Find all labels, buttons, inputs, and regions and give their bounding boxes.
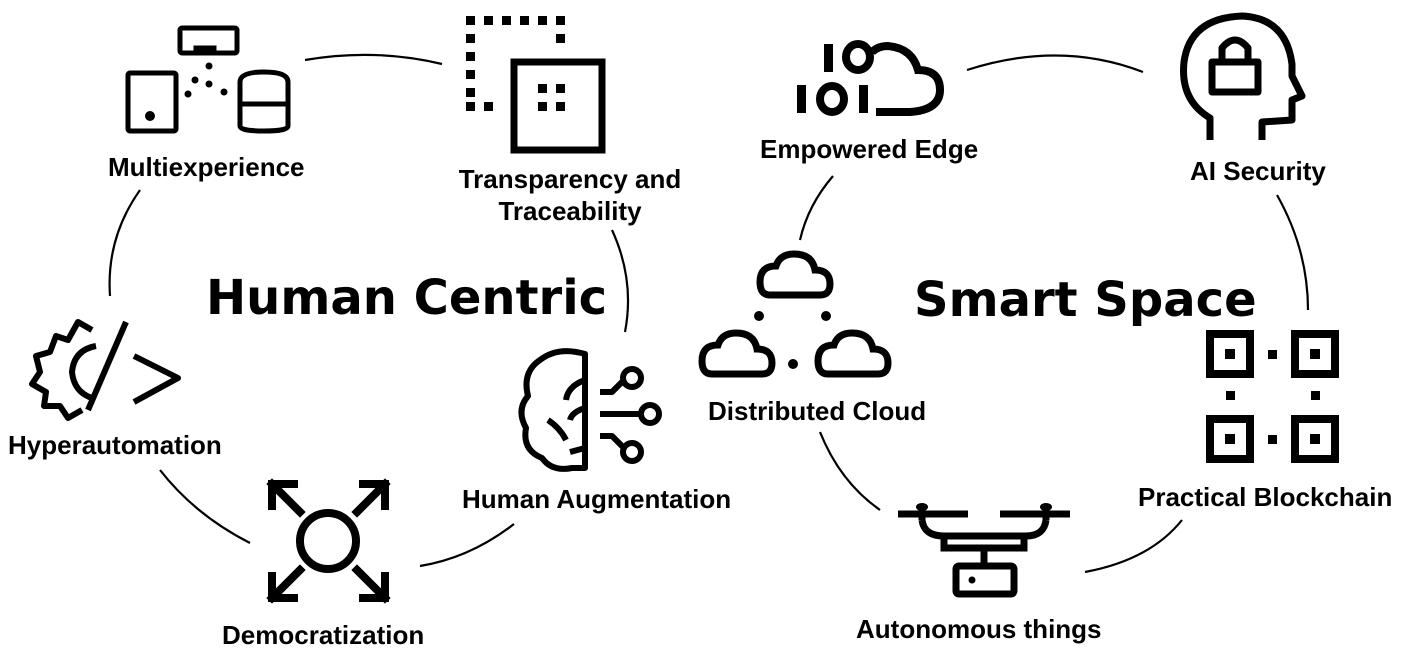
arc-transparency-augmentation [611,229,630,333]
arc-distributed-autonomous [818,431,881,511]
arc-edge-aisecurity [966,54,1144,74]
hyperautomation-icon [29,319,181,421]
node-label-human-augmentation: Human Augmentation [462,484,732,514]
node-label-hyperautomation: Hyperautomation [8,430,222,460]
arc-multiexperience-transparency [304,53,443,66]
node-label-empowered-edge: Empowered Edge [760,134,979,164]
arc-edge-distributed [798,175,834,241]
democratization-icon [266,478,391,604]
distributed-cloud-icon [698,250,892,378]
multiexperience-icon [125,25,291,134]
empowered-edge-icon [797,40,945,116]
group-title-smart-space: Smart Space [914,272,1257,328]
node-label-distributed-cloud: Distributed Cloud [708,396,927,426]
arc-augmentation-democratization [419,523,515,568]
brain-circuit-icon [518,348,662,472]
ai-security-icon [1180,12,1306,140]
node-label-multiexperience: Multiexperience [108,152,305,182]
node-label-ai-security: AI Security [1190,156,1326,186]
node-label-practical-blockchain: Practical Blockchain [1138,482,1393,512]
node-label-autonomous-things: Autonomous things [856,614,1102,644]
arc-blockchain-autonomous [1084,519,1183,574]
node-label-democratization: Democratization [222,620,425,650]
blockchain-icon [1206,330,1339,463]
arc-aisecurity-blockchain [1276,194,1310,311]
node-label-transparency: Transparency and Traceability [458,164,682,226]
arc-democratization-hyperautomation [159,469,251,544]
transparency-icon [466,16,606,154]
drone-icon [898,503,1070,598]
group-title-human-centric: Human Centric [206,270,608,326]
connector-arcs [108,53,1310,574]
arc-hyperautomation-multiexperience [108,189,141,297]
